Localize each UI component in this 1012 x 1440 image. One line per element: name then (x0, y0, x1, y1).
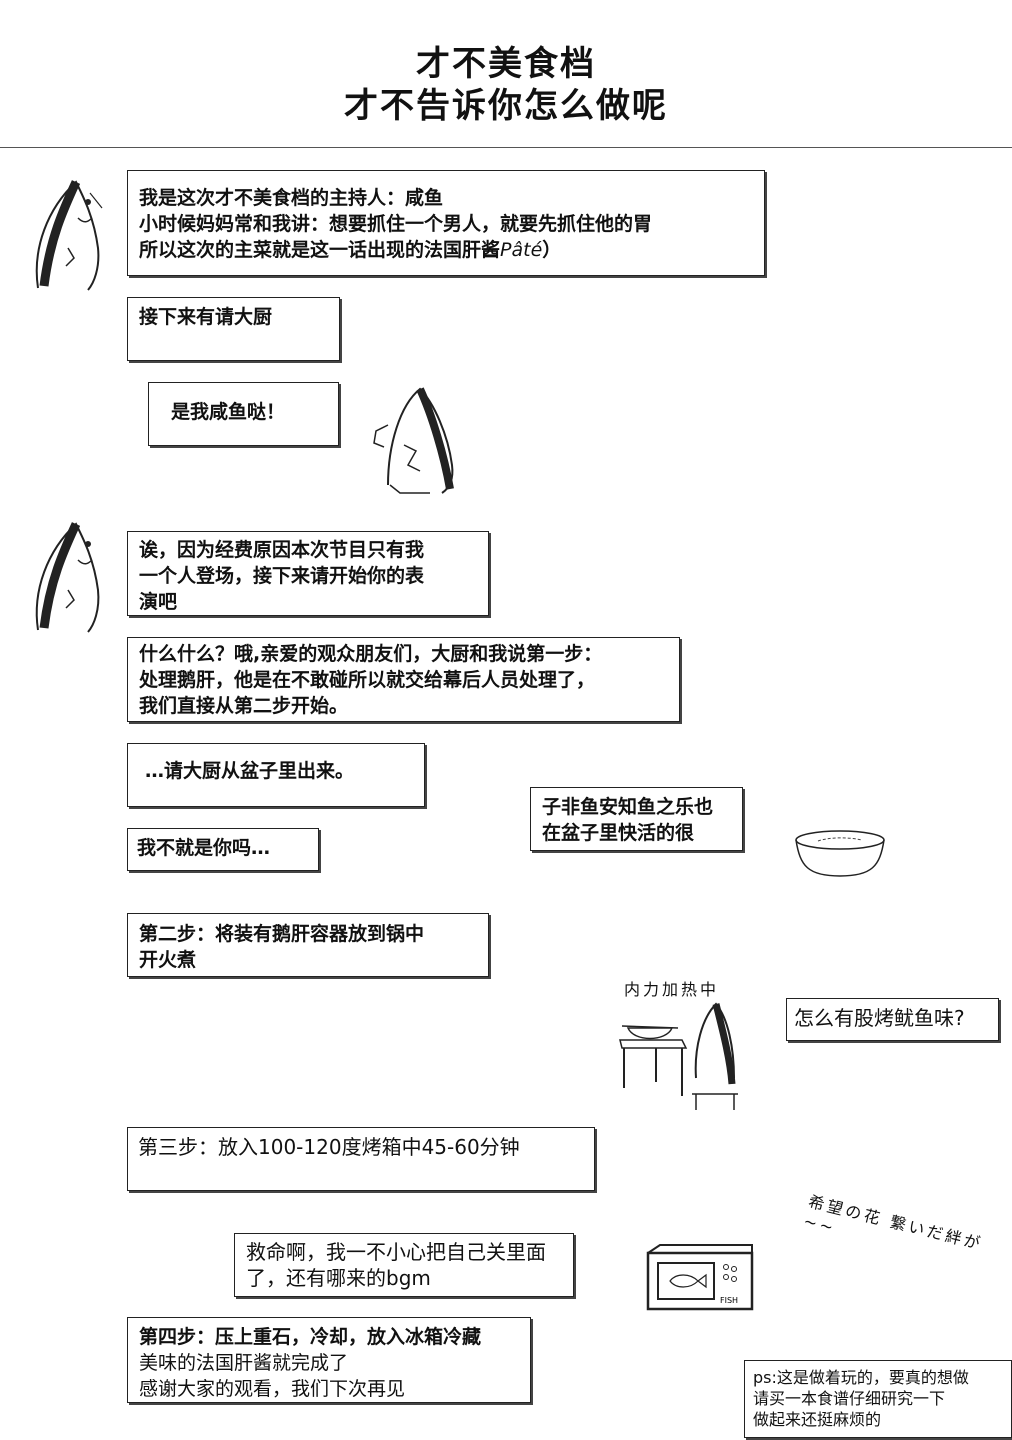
chef-reply-box: 是我咸鱼哒！ (148, 382, 339, 446)
come-out-text: …请大厨从盆子里出来。 (145, 760, 355, 782)
step1-line-1: 什么什么？哦,亲爱的观众朋友们，大厨和我说第一步： (139, 643, 603, 665)
step3-text: 第三步：放入100-120度烤箱中45-60分钟 (138, 1135, 520, 1159)
hope-flower-lyric: 希望の花 繋いだ絆が~~ (801, 1191, 985, 1254)
step2-line-2: 开火煮 (139, 949, 197, 971)
budget-line-2: 一个人登场，接下来请开始你的表 (139, 565, 425, 587)
page-subtitle: 才不告诉你怎么做呢 (344, 86, 668, 126)
ps-line-3: 做起来还挺麻烦的 (753, 1410, 882, 1429)
page-title: 才不美食档 (416, 44, 596, 84)
cooking-scene-icon (619, 1002, 738, 1110)
fish-host-icon-2 (35, 522, 100, 633)
fish-chef-waving-icon (373, 387, 454, 494)
help-line-2: 了，还有哪来的bgm (246, 1266, 431, 1290)
come-out-speech-box: …请大厨从盆子里出来。 (127, 743, 425, 807)
ps-line-1: ps:这是做着玩的，要真的想做 (753, 1368, 969, 1387)
basin-icon (795, 830, 885, 877)
chef-reply-text: 是我咸鱼哒！ (171, 401, 286, 423)
budget-speech-box: 诶，因为经费原因本次节目只有我 一个人登场，接下来请开始你的表 演吧 (127, 531, 489, 616)
step4-line-2: 美味的法国肝酱就完成了 (139, 1352, 349, 1374)
step2-speech-box: 第二步：将装有鹅肝容器放到锅中 开火煮 (127, 913, 489, 977)
squid-smell-text: 怎么有股烤鱿鱼味? (794, 1006, 965, 1030)
step3-speech-box: 第三步：放入100-120度烤箱中45-60分钟 (127, 1127, 595, 1191)
intro-line-3-end: ） (542, 239, 562, 261)
help-speech-box: 救命啊，我一不小心把自己关里面 了，还有哪来的bgm (234, 1233, 574, 1297)
not-you-text: 我不就是你吗… (137, 837, 271, 859)
intro-line-1: 我是这次才不美食档的主持人：咸鱼 (139, 187, 444, 209)
philosophy-speech-box: 子非鱼安知鱼之乐也 在盆子里快活的很 (530, 787, 743, 851)
invite-speech-box: 接下来有请大厨 (127, 297, 340, 361)
step1-line-3: 我们直接从第二步开始。 (139, 695, 349, 717)
budget-line-3: 演吧 (139, 591, 178, 613)
intro-line-3: 所以这次的主菜就是这一话出现的法国肝酱Pâté） (139, 237, 754, 263)
intro-line-3-text: 所以这次的主菜就是这一话出现的法国肝酱 (139, 239, 501, 261)
step1-speech-box: 什么什么？哦,亲爱的观众朋友们，大厨和我说第一步： 处理鹅肝，他是在不敢碰所以就… (127, 637, 680, 722)
pate-word: Pâté (500, 239, 543, 261)
heating-label: 内力加热中 (624, 980, 720, 999)
intro-speech-box: 我是这次才不美食档的主持人：咸鱼 小时候妈妈常和我讲：想要抓住一个男人，就要先抓… (127, 170, 765, 276)
microwave-label: FISH (720, 1296, 738, 1305)
budget-line-1: 诶，因为经费原因本次节目只有我 (139, 539, 425, 561)
step1-line-2: 处理鹅肝，他是在不敢碰所以就交给幕后人员处理了， (139, 669, 596, 691)
ps-line-2: 请买一本食谱仔细研究一下 (753, 1389, 946, 1408)
fish-host-icon (35, 180, 103, 291)
philosophy-line-1: 子非鱼安知鱼之乐也 (542, 796, 714, 818)
help-line-1: 救命啊，我一不小心把自己关里面 (246, 1240, 546, 1264)
microwave-icon: FISH (646, 1244, 754, 1311)
ps-note-box: ps:这是做着玩的，要真的想做 请买一本食谱仔细研究一下 做起来还挺麻烦的 (744, 1360, 1012, 1438)
header-divider (0, 147, 1012, 148)
intro-line-2: 小时候妈妈常和我讲：想要抓住一个男人，就要先抓住他的胃 (139, 213, 653, 235)
step4-line-1: 第四步：压上重石，冷却，放入冰箱冷藏 (139, 1326, 482, 1348)
not-you-speech-box: 我不就是你吗… (127, 828, 319, 871)
step4-line-3: 感谢大家的观看，我们下次再见 (139, 1378, 406, 1400)
step4-speech-box: 第四步：压上重石，冷却，放入冰箱冷藏 美味的法国肝酱就完成了 感谢大家的观看，我… (127, 1317, 531, 1403)
philosophy-line-2: 在盆子里快活的很 (542, 822, 695, 844)
invite-text: 接下来有请大厨 (139, 306, 273, 328)
step2-line-1: 第二步：将装有鹅肝容器放到锅中 (139, 923, 425, 945)
squid-smell-box: 怎么有股烤鱿鱼味? (786, 998, 999, 1041)
